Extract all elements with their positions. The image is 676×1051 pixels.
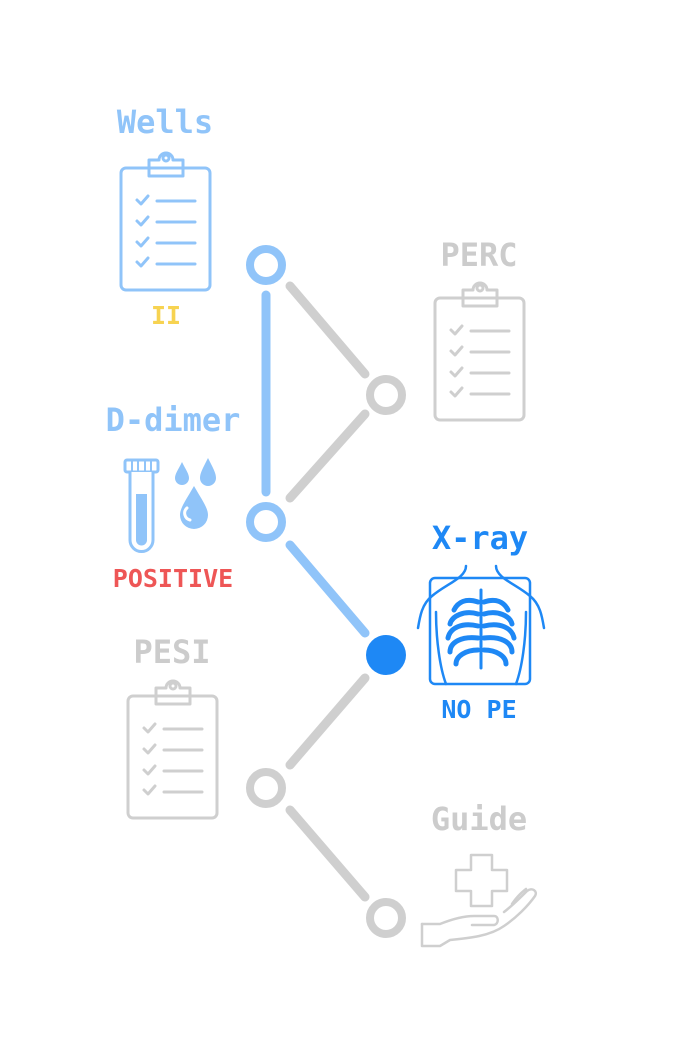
node-pesi[interactable] <box>246 768 286 808</box>
connector-ddimer-xray <box>285 540 370 638</box>
step-title-wells: Wells <box>117 103 213 141</box>
connector-perc-ddimer <box>285 409 370 503</box>
step-title-perc: PERC <box>440 236 517 274</box>
connector-xray-pesi <box>285 673 370 770</box>
hand-medical-cross-icon <box>420 853 537 948</box>
test-tube-drops-icon <box>123 458 216 553</box>
node-ddimer[interactable] <box>246 502 286 542</box>
clipboard-checklist-icon <box>433 281 526 422</box>
connectors <box>261 281 370 902</box>
chest-xray-icon <box>416 564 546 686</box>
step-title-guide: Guide <box>431 800 527 838</box>
clipboard-checklist-icon <box>119 151 212 292</box>
step-result-wells: II <box>151 301 181 330</box>
node-guide[interactable] <box>366 898 406 938</box>
step-title-ddimer: D-dimer <box>106 401 241 439</box>
connector-pesi-guide <box>285 805 370 902</box>
step-result-xray: NO PE <box>441 695 516 724</box>
step-title-xray: X-ray <box>432 519 528 557</box>
node-perc[interactable] <box>366 375 406 415</box>
step-result-ddimer: POSITIVE <box>113 564 233 593</box>
step-title-pesi: PESI <box>133 633 210 671</box>
clipboard-checklist-icon <box>126 679 219 820</box>
node-wells[interactable] <box>246 245 286 285</box>
node-xray[interactable] <box>366 635 406 675</box>
connector-wells-perc <box>285 281 370 379</box>
